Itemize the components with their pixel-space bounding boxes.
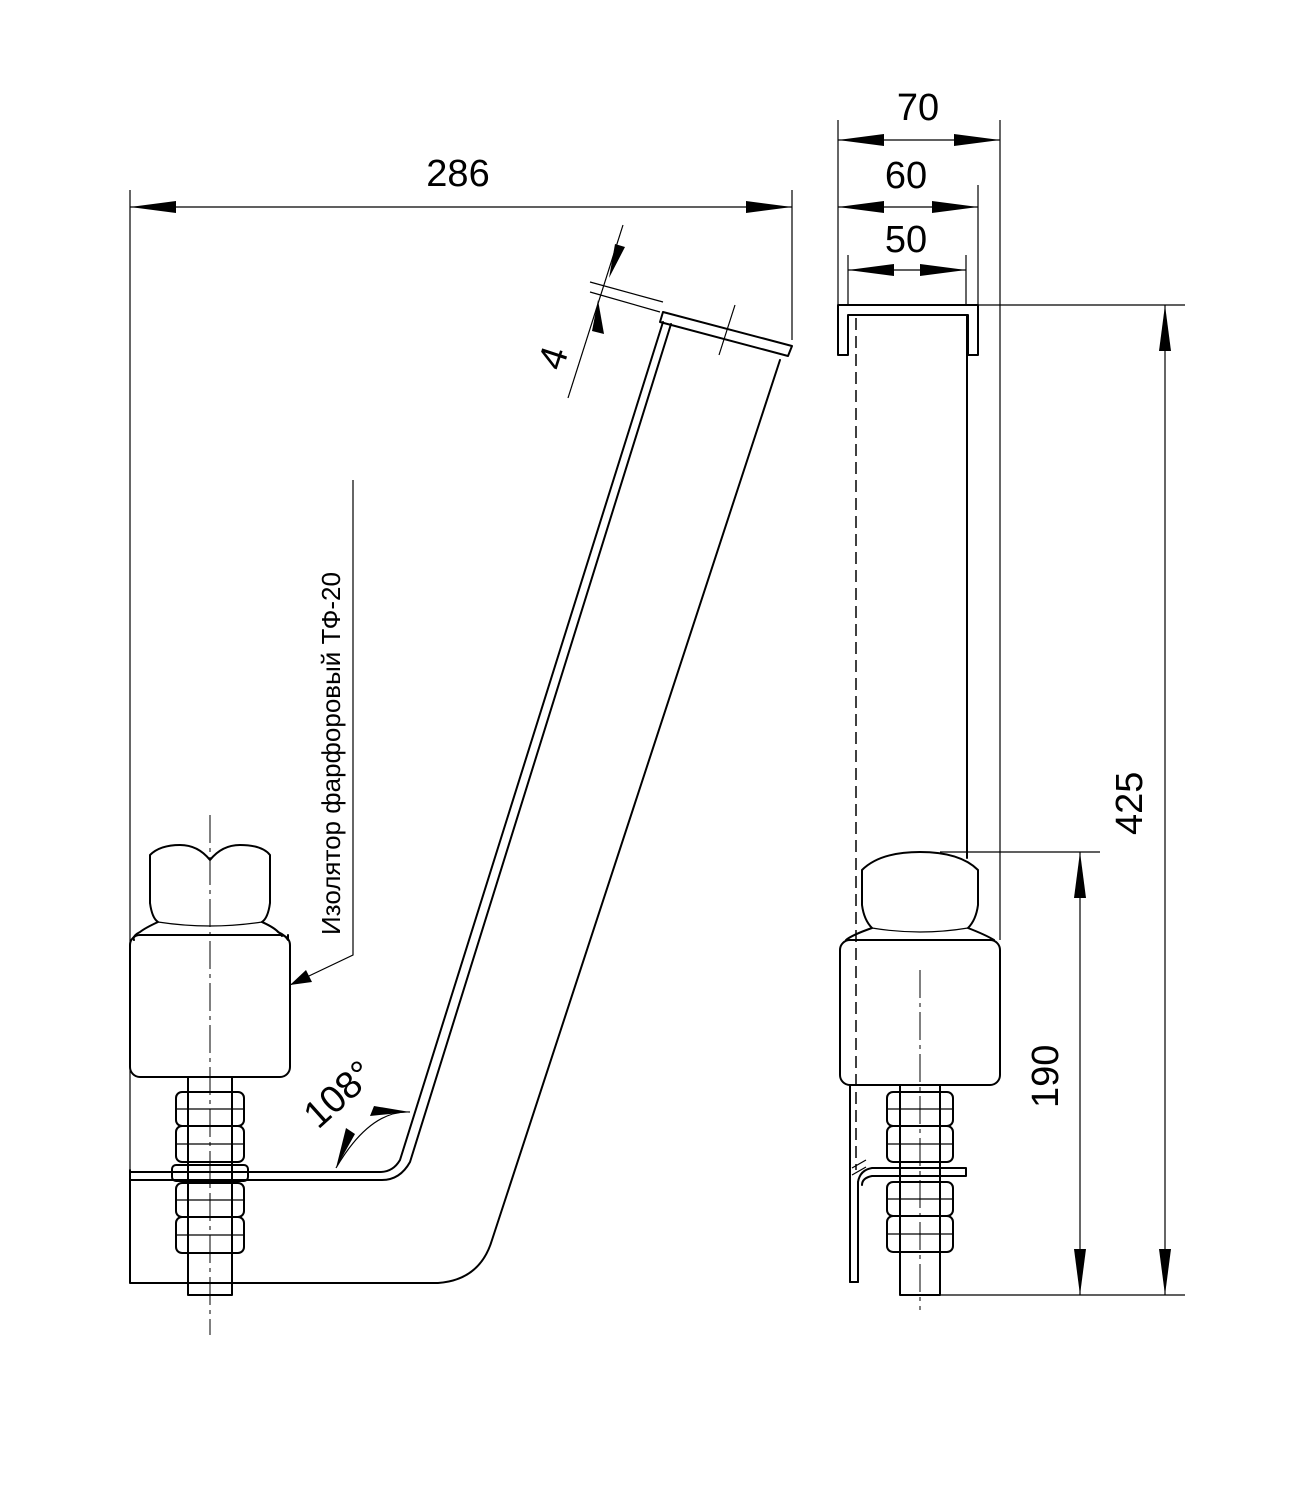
dim-425: 425: [940, 304, 1185, 1296]
bracket-outer-contour: [129, 359, 781, 1284]
dim-4-value: 4: [531, 342, 577, 375]
bracket-top-plate: [659, 311, 793, 357]
dim-286: 286: [129, 153, 793, 1170]
side-insulator-head: [845, 851, 995, 941]
bracket-strip-inner: [129, 323, 672, 1181]
dim-60-value: 60: [885, 155, 927, 197]
bracket-top-tick: [718, 304, 736, 356]
front-view: Изолятор фарфоровый ТФ-20: [129, 304, 793, 1335]
side-bolt-shank: [899, 1084, 941, 1296]
dim-190: 190: [940, 851, 1100, 1295]
dim-70-60-50: 70 60 50: [837, 87, 1001, 940]
dim-425-value: 425: [1109, 772, 1151, 835]
insulator-label: Изолятор фарфоровый ТФ-20: [316, 572, 346, 935]
dim-108: 108°: [296, 1053, 411, 1169]
insulator-leader: [289, 480, 354, 986]
dim-70-value: 70: [897, 87, 939, 129]
dim-190-value: 190: [1025, 1045, 1067, 1108]
dim-286-value: 286: [426, 153, 489, 195]
bracket-strip: [129, 321, 664, 1173]
side-view: [837, 304, 1001, 1310]
dim-108-value: 108°: [296, 1053, 383, 1137]
dim-50-value: 50: [885, 219, 927, 261]
dim-4: 4: [531, 224, 664, 399]
side-top-channel: [837, 304, 979, 356]
